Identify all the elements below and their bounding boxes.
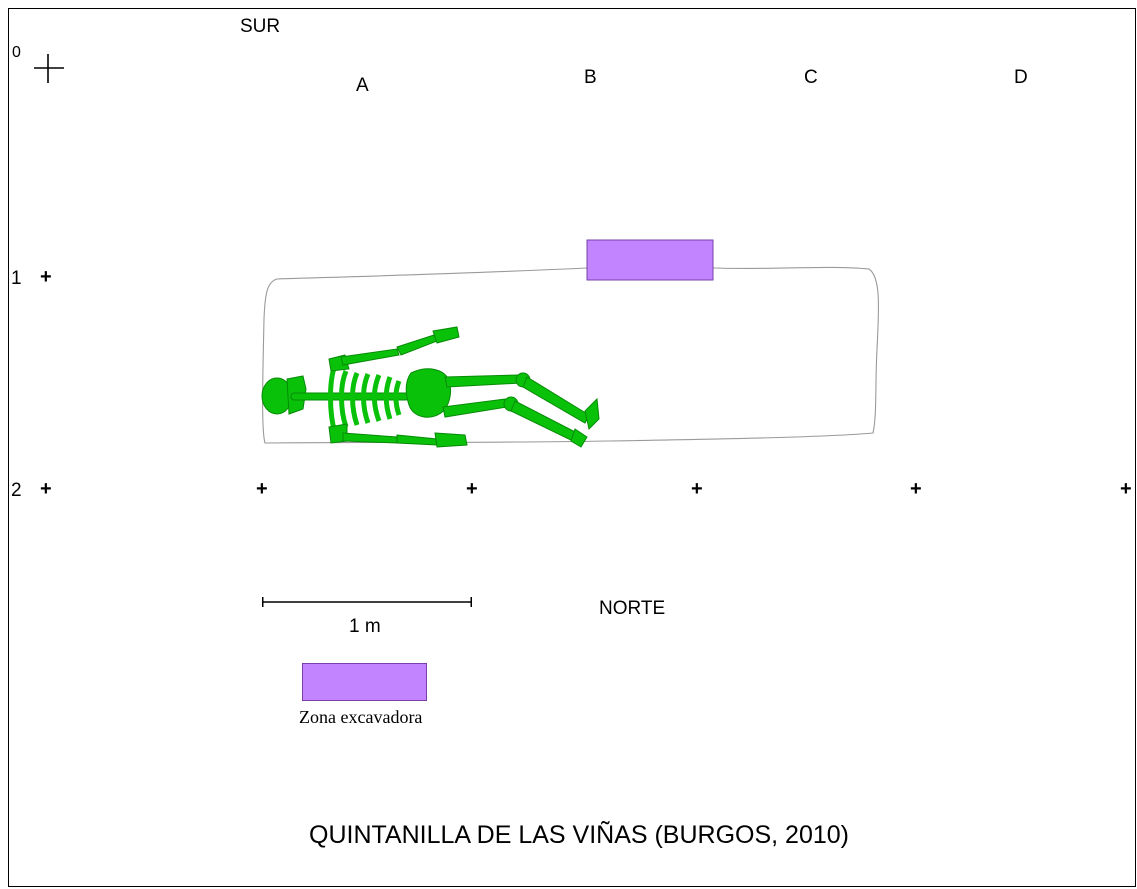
column-label-d: D [1014,67,1028,88]
legend-swatch [302,663,427,701]
scale-label: 1 m [349,616,381,637]
row-label-2: 2 [11,480,22,501]
skeleton [261,326,600,448]
excavator-zone-plan [586,239,714,281]
grid-marker-icon: + [40,266,52,288]
scale-bar [262,597,472,607]
excavation-plan [34,54,880,448]
pelvis [405,368,452,418]
south-label: SUR [240,16,281,37]
row-label-0: 0 [12,44,21,61]
grid-marker-icon: + [691,478,703,500]
column-label-a: A [356,75,369,96]
legend-label: Zona excavadora [299,707,423,727]
page-title: QUINTANILLA DE LAS VIÑAS (BURGOS, 2010) [309,821,849,849]
datum-crosshair-icon [34,54,64,83]
row-label-1: 1 [11,268,22,289]
grid-marker-icon: + [466,478,478,500]
plan-frame: SUR NORTE A B C D 0 1 2 + + + + + + + [8,8,1136,887]
spine [290,392,410,401]
north-label: NORTE [599,598,666,619]
column-label-c: C [804,67,818,88]
grid-marker-icon: + [40,478,52,500]
grid-marker-icon: + [910,478,922,500]
grid-marker-icon: + [256,478,268,500]
column-label-b: B [584,67,597,88]
grid-marker-icon: + [1120,478,1132,500]
rib-cage [328,364,402,434]
